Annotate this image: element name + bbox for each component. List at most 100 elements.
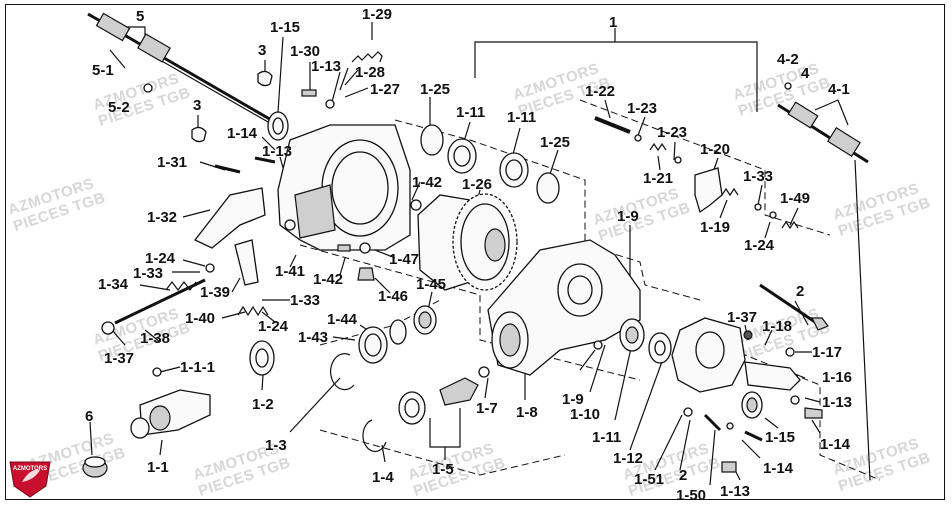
part-label: 3 [258, 42, 266, 59]
clip-3-top [257, 70, 273, 87]
part-label: 1-11 [507, 109, 536, 126]
part-label: 1-46 [378, 288, 408, 305]
springs-left [165, 263, 269, 317]
part-label: 5 [136, 8, 144, 25]
part-label: 1-17 [812, 344, 842, 361]
part-label: 1-40 [185, 310, 215, 327]
part-label: 1-8 [516, 404, 538, 421]
part-label: 1-26 [462, 176, 492, 193]
part-label: 1-45 [416, 276, 446, 293]
part-label: 1-42 [412, 174, 442, 191]
shift-shaft [114, 278, 206, 325]
part-label: 4-1 [828, 81, 850, 98]
part-label: 1-19 [700, 219, 730, 236]
logo-text: AZMOTORS [13, 466, 47, 472]
shift-fork-1-20 [694, 167, 723, 214]
part-label: 1 [609, 14, 617, 31]
part-label: 2 [679, 467, 687, 484]
part-label: 1-23 [657, 124, 687, 141]
part-label: 6 [85, 408, 93, 425]
circlip-1-3 [330, 353, 355, 391]
part-label: 1-37 [104, 350, 134, 367]
part-label: 1-13 [262, 143, 292, 160]
part-label: 1-30 [290, 43, 320, 60]
part-label: 1-13 [822, 394, 852, 411]
pinion-gear [439, 377, 479, 406]
part-label: 1-44 [327, 311, 358, 328]
part-labels: 1 5 5-1 5-2 3 3 1-15 1-30 1-29 1-13 1-28… [85, 6, 852, 504]
front-housing-cover [671, 317, 823, 419]
diagram-frame [5, 4, 945, 500]
part-label: 1-15 [765, 429, 795, 446]
part-label: 1-33 [290, 292, 320, 309]
part-label: 1-33 [133, 265, 163, 282]
drive-shaft-rear [87, 12, 281, 127]
part-label: 1-29 [362, 6, 392, 23]
part-label: 1-3 [265, 437, 287, 454]
part-label: 1-12 [613, 450, 643, 467]
part-label: 1-38 [140, 330, 170, 347]
part-label: 1-21 [643, 170, 673, 187]
part-label: 1-32 [147, 209, 177, 226]
part-label: 1-24 [145, 250, 176, 267]
circlip-1-4 [362, 419, 387, 453]
part-label: 1-24 [744, 237, 775, 254]
part-label: 1-27 [370, 81, 400, 98]
part-label: 1-23 [627, 100, 657, 117]
plug-1-46 [357, 267, 375, 281]
drive-shaft-front [777, 82, 869, 164]
part-label: 1-24 [258, 318, 289, 335]
part-label: 1-50 [676, 487, 706, 504]
part-label: 1-47 [389, 251, 419, 268]
part-label: 1-11 [456, 104, 485, 121]
part-label: 1-4 [372, 469, 394, 486]
part-label: 1-16 [822, 369, 852, 386]
shim-1-25-top [420, 124, 444, 156]
part-label: 1-39 [200, 284, 230, 301]
part-label: 5-2 [108, 99, 130, 116]
parts [82, 12, 869, 478]
azmotors-logo: AZMOTORS [9, 461, 51, 498]
part-label: 1-22 [585, 83, 615, 100]
spring-1-29 [339, 51, 383, 91]
part-label: 1-14 [763, 460, 794, 477]
part-label: 1-14 [227, 125, 258, 142]
differential-ring-gear [417, 193, 518, 291]
part-label: 1-34 [98, 276, 129, 293]
part-label: 1-41 [275, 263, 305, 280]
part-label: 1-51 [634, 471, 664, 488]
part-label: 1-20 [700, 141, 730, 158]
part-label: 1-9 [617, 208, 639, 225]
shim-1-25-mid [536, 172, 560, 204]
part-label: 1-5 [432, 461, 454, 478]
part-label: 4-2 [777, 51, 799, 68]
main-gear-housing [487, 239, 641, 376]
part-label: 5-1 [92, 62, 114, 79]
clip-3-left [191, 126, 207, 143]
part-label: 1-15 [270, 19, 300, 36]
part-label: 2 [796, 283, 804, 300]
part-label: 1-11 [592, 429, 621, 446]
part-label: 1-42 [313, 271, 343, 288]
part-label: 1-13 [720, 483, 750, 500]
part-label: 1-49 [780, 190, 810, 207]
output-yoke-1-1 [130, 367, 211, 439]
part-label: 1-43 [298, 329, 328, 346]
leader-lines [89, 22, 871, 486]
pin-1-22 [594, 116, 631, 134]
part-label: 1-37 [727, 309, 757, 326]
part-label: 1-25 [540, 134, 570, 151]
part-label: 1-33 [743, 168, 773, 185]
part-label: 1-14 [820, 436, 851, 453]
part-label: 1-10 [570, 406, 600, 423]
part-label: 1-9 [562, 391, 584, 408]
part-label: 1-28 [355, 64, 385, 81]
part-label: 1-7 [476, 400, 498, 417]
part-label: 1-18 [762, 318, 792, 335]
part-label: 3 [193, 97, 201, 114]
part-label: 4 [801, 65, 810, 82]
part-label: 1-31 [157, 154, 187, 171]
rear-housing-cover [277, 124, 411, 251]
part-label: 1-25 [420, 81, 450, 98]
